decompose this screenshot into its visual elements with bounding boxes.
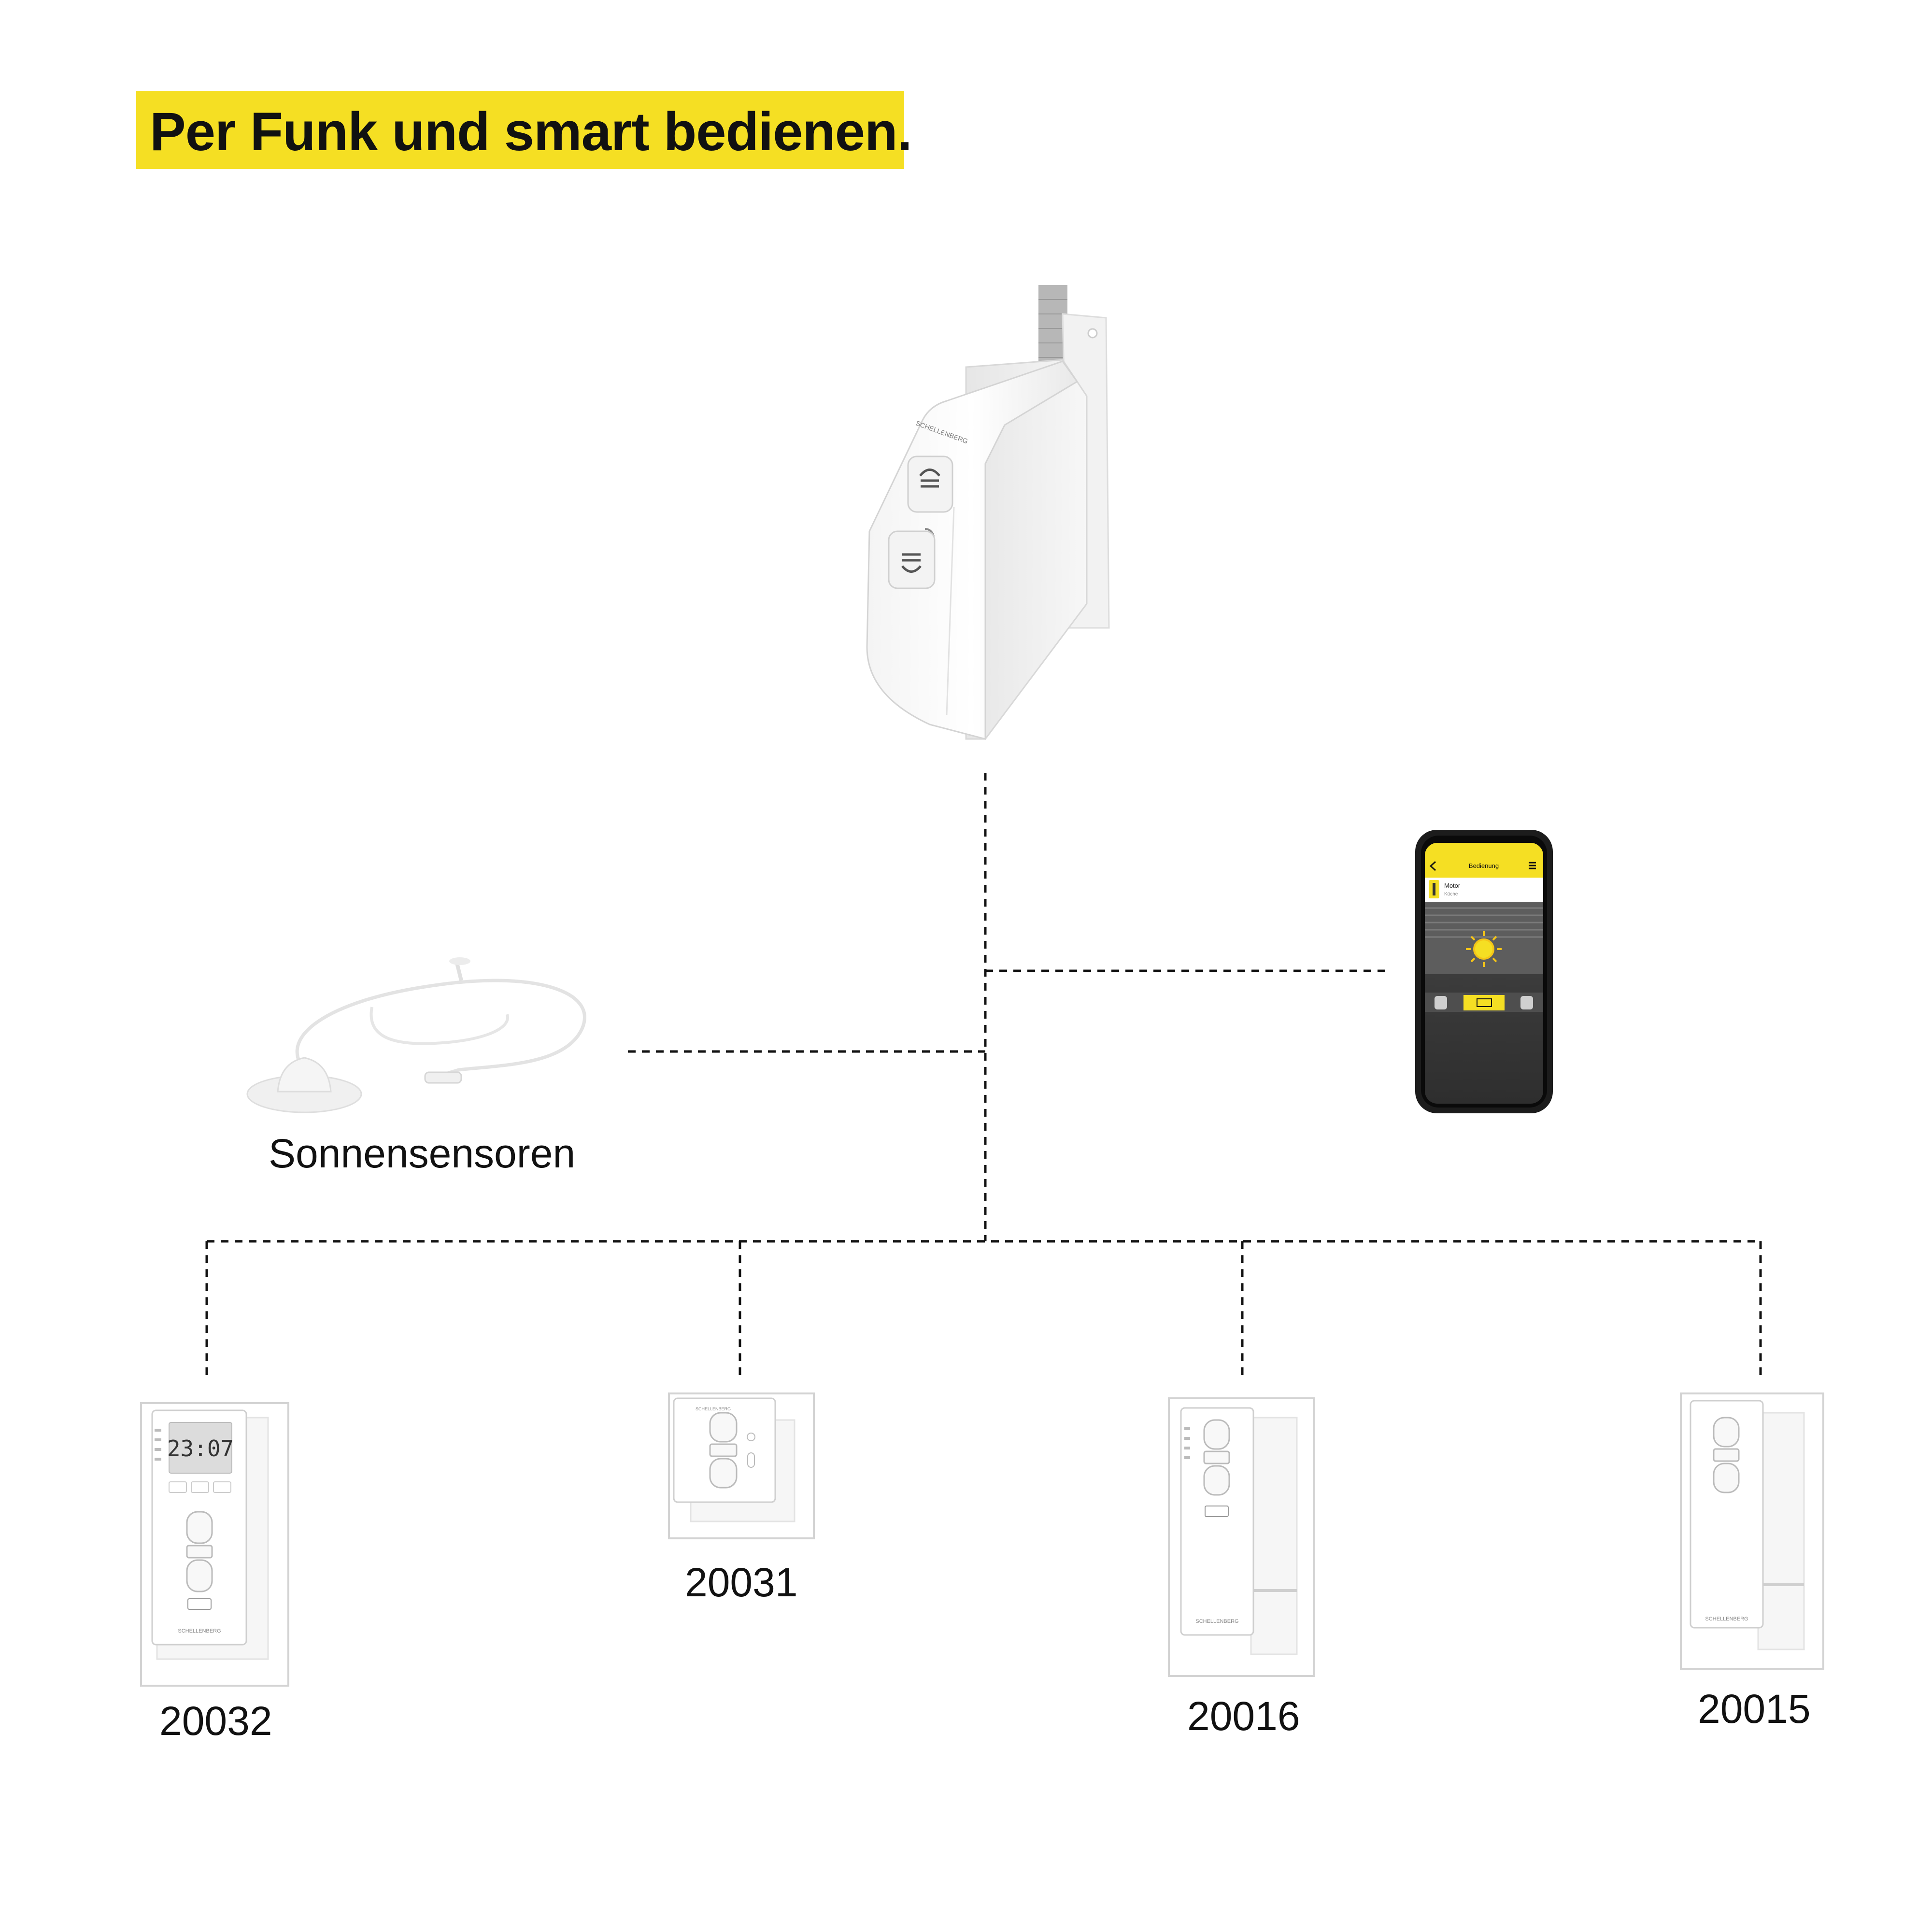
- smartphone: Bedienung Motor Küche: [1415, 830, 1553, 1113]
- motor-name: Motor: [1444, 882, 1461, 889]
- belt-winder-device: SCHELLENBERG: [866, 285, 1110, 740]
- motor-room: Küche: [1444, 892, 1458, 897]
- lcd-time: 23:07: [167, 1435, 234, 1462]
- up-button[interactable]: [1713, 1417, 1740, 1448]
- down-button[interactable]: [1713, 1463, 1740, 1493]
- stop-button[interactable]: [1713, 1448, 1740, 1462]
- menu-up-button[interactable]: [169, 1481, 187, 1493]
- channel-button[interactable]: [1205, 1506, 1229, 1517]
- down-button[interactable]: [709, 1458, 738, 1489]
- brand: SCHELLENBERG: [1195, 1619, 1238, 1624]
- brand: SCHELLENBERG: [696, 1406, 731, 1411]
- connector-lines: [205, 773, 1762, 1379]
- transmitter-20015: SCHELLENBERG: [1680, 1392, 1824, 1670]
- stop-button[interactable]: [709, 1443, 738, 1457]
- transmitter-label-20015: 20015: [1698, 1686, 1811, 1732]
- mode-switch[interactable]: [747, 1452, 755, 1468]
- transmitter-label-20016: 20016: [1187, 1693, 1300, 1739]
- channel-button[interactable]: [187, 1598, 212, 1610]
- lcd-display: [169, 1422, 232, 1474]
- transmitter-20032: 23:07 SCHELLENBERG: [140, 1402, 289, 1687]
- sun-sensor: [246, 957, 586, 1113]
- down-arrow-icon: [901, 553, 922, 573]
- brand: SCHELLENBERG: [1705, 1616, 1748, 1622]
- sensor-label: Sonnensensoren: [269, 1131, 576, 1176]
- motor-row[interactable]: [1425, 878, 1543, 902]
- stop-button[interactable]: [1203, 1450, 1230, 1464]
- up-button[interactable]: [1203, 1419, 1230, 1450]
- device-side: [965, 359, 1088, 740]
- down-button[interactable]: [1203, 1465, 1230, 1496]
- device-up-button[interactable]: [907, 455, 953, 513]
- page-title: Per Funk und smart bedienen.: [150, 101, 912, 162]
- back-chevron-icon[interactable]: [1429, 861, 1436, 871]
- sensor-cable: [295, 979, 586, 1079]
- app-up-button[interactable]: [1435, 996, 1447, 1009]
- transmitter-label-20032: 20032: [159, 1698, 272, 1744]
- clock-icon: [747, 1433, 755, 1441]
- app-stop-button[interactable]: [1463, 995, 1505, 1010]
- transmitter-20016: SCHELLENBERG: [1168, 1397, 1315, 1677]
- up-arrow-icon: [919, 469, 940, 488]
- up-button[interactable]: [709, 1412, 738, 1443]
- brand: SCHELLENBERG: [178, 1628, 221, 1634]
- menu-icon[interactable]: [1529, 862, 1536, 869]
- menu-ok-button[interactable]: [191, 1481, 209, 1493]
- stop-button[interactable]: [186, 1545, 213, 1559]
- sun-icon: [1466, 931, 1502, 967]
- up-button[interactable]: [186, 1511, 213, 1544]
- menu-down-button[interactable]: [213, 1481, 231, 1493]
- app-down-button[interactable]: [1520, 996, 1533, 1009]
- transmitter-label-20031: 20031: [685, 1560, 798, 1605]
- title-highlight: [136, 91, 904, 169]
- down-button[interactable]: [186, 1559, 213, 1592]
- transmitter-20031: SCHELLENBERG: [668, 1392, 815, 1539]
- app-header-title: Bedienung: [1469, 862, 1499, 869]
